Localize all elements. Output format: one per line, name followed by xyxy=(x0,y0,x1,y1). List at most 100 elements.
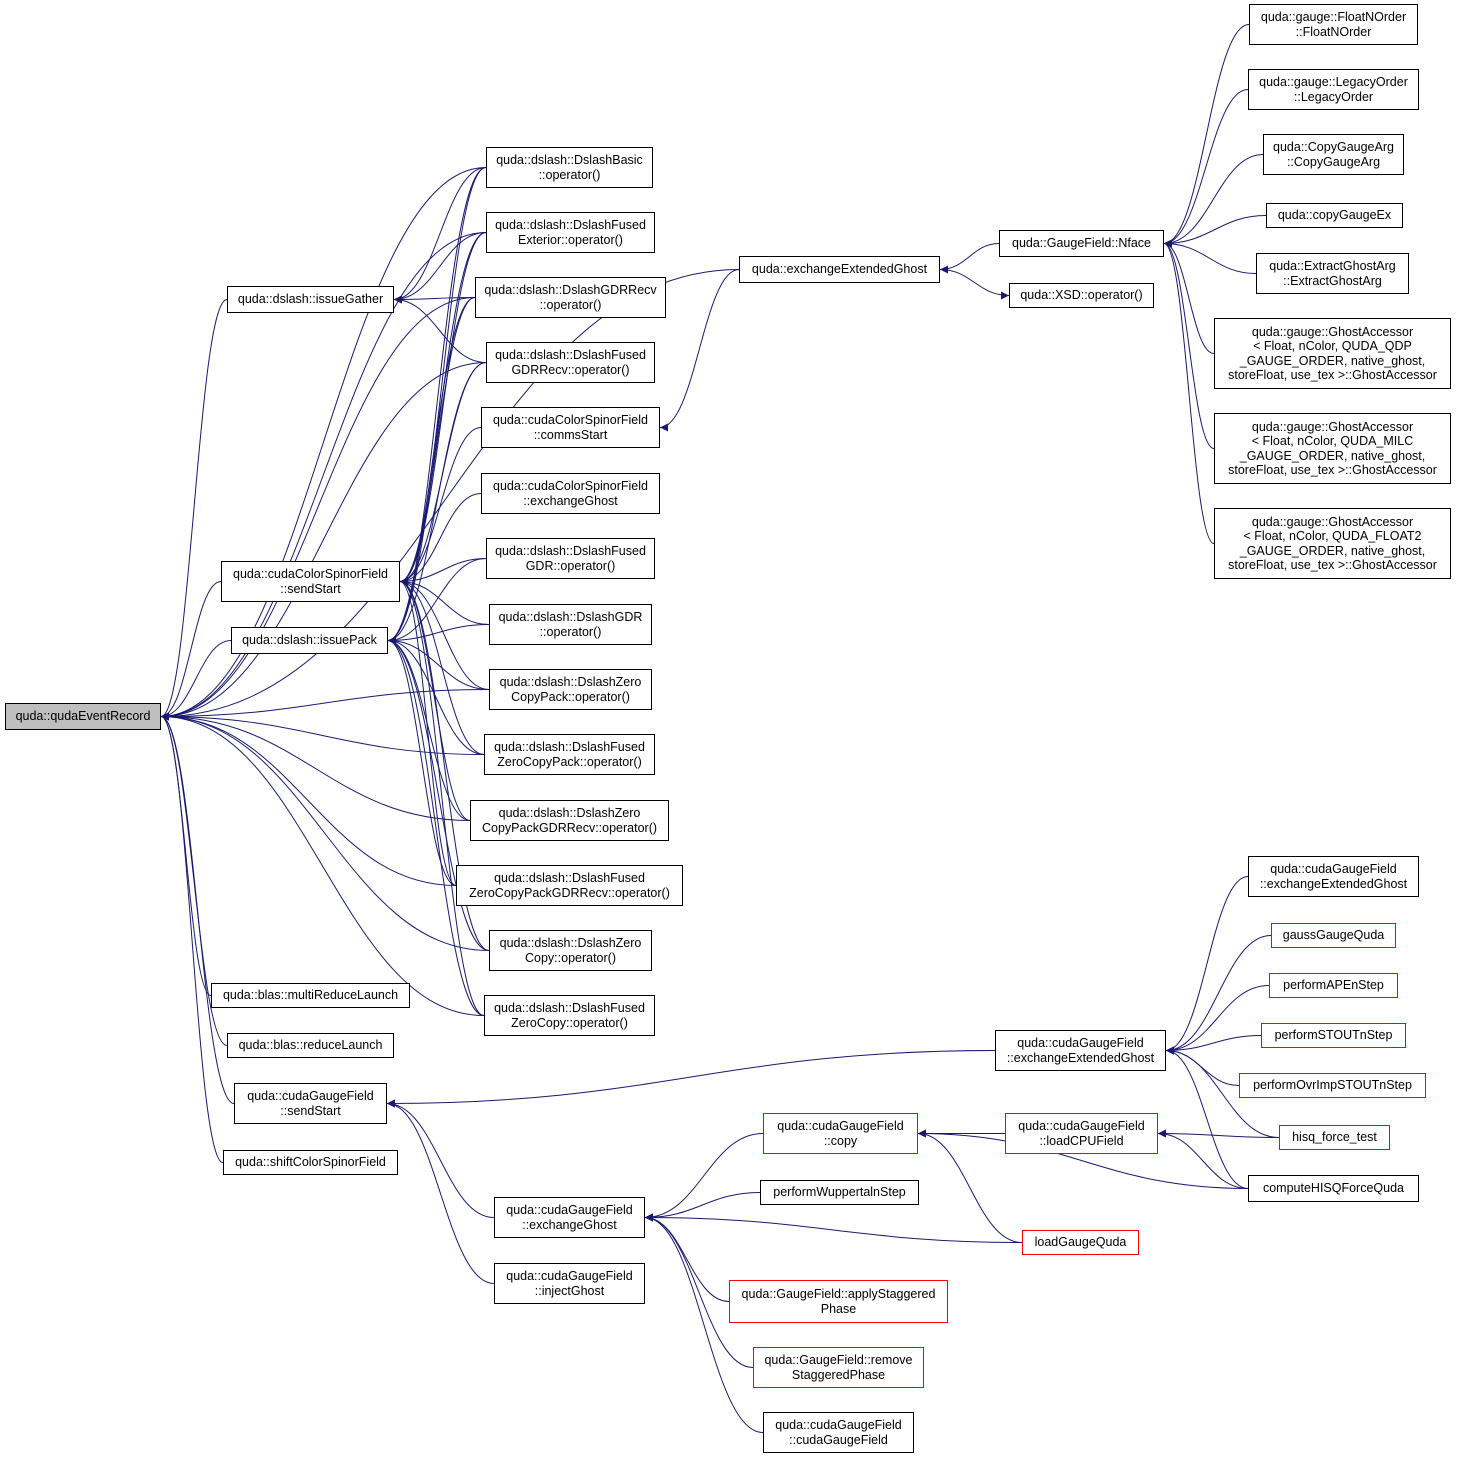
node-label-line: quda::gauge::FloatNOrder xyxy=(1260,10,1407,24)
node-label-line: _GAUGE_ORDER, native_ghost, xyxy=(1239,353,1426,368)
node-label-line: performOvrImpSTOUTnStep xyxy=(1253,1078,1412,1093)
node-label-line: ::exchangeExtendedGhost xyxy=(1006,1050,1155,1065)
node-hisqForce[interactable]: computeHISQForceQuda xyxy=(1248,1175,1419,1202)
node-sendStartCSF[interactable]: quda::cudaColorSpinorField::sendStart xyxy=(221,561,400,602)
node-label-line: quda::GaugeField::applyStaggered xyxy=(741,1287,936,1301)
node-cgfExchExtTop[interactable]: quda::cudaGaugeField::exchangeExtendedGh… xyxy=(1248,856,1419,897)
node-dsGDRRecv[interactable]: quda::dslash::DslashGDRRecv::operator() xyxy=(475,277,666,318)
edge-cgfExchExtTop-to-cgfExchExt xyxy=(1165,876,1249,1055)
node-copyGaugeEx[interactable]: quda::copyGaugeEx xyxy=(1266,203,1403,228)
node-dsBasic[interactable]: quda::dslash::DslashBasic::operator() xyxy=(486,147,653,188)
node-label-line: ZeroCopyPack::operator() xyxy=(497,754,642,769)
node-loadGauge[interactable]: loadGaugeQuda xyxy=(1022,1230,1139,1255)
edge-dsFusedGDRRecv-to-issueGather xyxy=(393,295,487,363)
node-hisqTest[interactable]: hisq_force_test xyxy=(1279,1125,1390,1150)
node-ovrImp[interactable]: performOvrImpSTOUTnStep xyxy=(1239,1073,1426,1098)
node-ape[interactable]: performAPEnStep xyxy=(1269,973,1398,998)
node-label-line: StaggeredPhase xyxy=(791,1367,886,1382)
node-cgfExchGhost[interactable]: quda::cudaGaugeField::exchangeGhost xyxy=(494,1197,645,1238)
node-shiftCSF[interactable]: quda::shiftColorSpinorField xyxy=(223,1150,398,1175)
edge-dsZCPGDR-to-root xyxy=(160,712,471,821)
node-legacy[interactable]: quda::gauge::LegacyOrder::LegacyOrder xyxy=(1248,69,1419,110)
node-label-line: quda::cudaColorSpinorField xyxy=(493,413,648,427)
edge-dsBasic-to-root xyxy=(160,167,487,721)
edge-hisqForce-to-cgfExchExt xyxy=(1165,1046,1249,1189)
node-ghostF2[interactable]: quda::gauge::GhostAccessor< Float, nColo… xyxy=(1214,508,1451,579)
node-label-line: quda::dslash::DslashFused xyxy=(495,348,646,362)
node-sendStartGF[interactable]: quda::cudaGaugeField::sendStart xyxy=(234,1083,387,1124)
node-label-line: ::FloatNOrder xyxy=(1295,24,1372,39)
node-issueGather[interactable]: quda::dslash::issueGather xyxy=(227,286,394,313)
node-copyGaugeArg[interactable]: quda::CopyGaugeArg::CopyGaugeArg xyxy=(1263,134,1404,175)
node-loadCPU[interactable]: quda::cudaGaugeField::loadCPUField xyxy=(1005,1113,1158,1154)
node-ghostMILC[interactable]: quda::gauge::GhostAccessor< Float, nColo… xyxy=(1214,413,1451,484)
node-label-line: quda::gauge::LegacyOrder xyxy=(1259,75,1408,89)
node-wuppertal[interactable]: performWuppertalnStep xyxy=(760,1180,919,1205)
node-cgfExchExt[interactable]: quda::cudaGaugeField::exchangeExtendedGh… xyxy=(995,1030,1166,1071)
node-label-line: ::sendStart xyxy=(280,1103,341,1118)
node-label-line: quda::exchangeExtendedGhost xyxy=(751,262,928,277)
edge-ape-to-cgfExchExt xyxy=(1165,985,1270,1055)
node-commsStart[interactable]: quda::cudaColorSpinorField::commsStart xyxy=(481,407,660,448)
node-label-line: quda::cudaGaugeField xyxy=(506,1203,633,1217)
node-label-line: quda::dslash::DslashZero xyxy=(498,806,641,820)
node-ghostQDP[interactable]: quda::gauge::GhostAccessor< Float, nColo… xyxy=(1214,318,1451,389)
node-cgfCtor[interactable]: quda::cudaGaugeField::cudaGaugeField xyxy=(763,1412,914,1453)
node-issuePack[interactable]: quda::dslash::issuePack xyxy=(231,627,388,654)
node-nface[interactable]: quda::GaugeField::Nface xyxy=(999,230,1164,257)
node-label-line: quda::cudaGaugeField xyxy=(777,1119,904,1133)
edge-dsFusedZCPGDR-to-sendStartCSF xyxy=(399,577,457,886)
node-label-line: quda::cudaGaugeField xyxy=(775,1418,902,1432)
edge-exchGhostCSF-to-sendStartCSF xyxy=(399,493,482,586)
node-label-line: quda::cudaGaugeField xyxy=(1018,1119,1145,1133)
edge-ghostQDP-to-nface xyxy=(1163,239,1215,354)
node-label-line: GDR::operator() xyxy=(525,558,616,573)
node-label-line: quda::dslash::DslashBasic xyxy=(496,153,643,167)
edge-dsZCPGDR-to-issuePack xyxy=(387,636,471,821)
node-label-line: quda::dslash::DslashFused xyxy=(494,740,645,754)
edge-copyGaugeEx-to-nface xyxy=(1163,215,1267,248)
node-exchExtGhost[interactable]: quda::exchangeExtendedGhost xyxy=(739,256,940,283)
edge-dsFusedZC-to-root xyxy=(160,712,485,1016)
edge-dsFusedZCP-to-issuePack xyxy=(387,636,485,755)
node-xsd[interactable]: quda::XSD::operator() xyxy=(1009,283,1154,308)
node-extractGhost[interactable]: quda::ExtractGhostArg::ExtractGhostArg xyxy=(1256,253,1409,294)
node-dsGDR[interactable]: quda::dslash::DslashGDR::operator() xyxy=(489,604,652,645)
edge-dsFusedExt-to-issuePack xyxy=(387,232,487,645)
node-stout[interactable]: performSTOUTnStep xyxy=(1261,1023,1406,1048)
node-label-line: quda::CopyGaugeArg xyxy=(1273,140,1394,154)
node-label-line: quda::dslash::DslashFused xyxy=(494,1001,645,1015)
node-cgfCopy[interactable]: quda::cudaGaugeField::copy xyxy=(763,1113,918,1154)
edge-stout-to-cgfExchExt xyxy=(1165,1035,1262,1055)
node-multiReduce[interactable]: quda::blas::multiReduceLaunch xyxy=(211,983,410,1008)
node-gaussGauge[interactable]: gaussGaugeQuda xyxy=(1271,923,1396,948)
edge-dsFusedZCPGDR-to-issuePack xyxy=(387,636,457,886)
edge-loadGauge-to-cgfCopy xyxy=(917,1129,1023,1243)
edge-hisqTest-to-loadCPU xyxy=(1157,1129,1280,1138)
node-label-line: ::cudaGaugeField xyxy=(789,1432,888,1447)
edge-wuppertal-to-cgfExchGhost xyxy=(644,1192,761,1222)
edge-floatN-to-nface xyxy=(1163,24,1250,248)
node-injectGhost[interactable]: quda::cudaGaugeField::injectGhost xyxy=(494,1263,645,1304)
node-label-line: quda::blas::multiReduceLaunch xyxy=(222,988,399,1003)
node-floatN[interactable]: quda::gauge::FloatNOrder::FloatNOrder xyxy=(1249,4,1418,45)
node-exchGhostCSF[interactable]: quda::cudaColorSpinorField::exchangeGhos… xyxy=(481,473,660,514)
node-label-line: storeFloat, use_tex >::GhostAccessor xyxy=(1228,463,1437,477)
edge-applyStag-to-cgfExchGhost xyxy=(644,1213,730,1302)
node-label-line: CopyPack::operator() xyxy=(511,689,630,704)
edge-dsFusedGDR-to-sendStartCSF xyxy=(399,558,487,586)
node-label-line: gaussGaugeQuda xyxy=(1282,928,1385,943)
node-reduceLaunch[interactable]: quda::blas::reduceLaunch xyxy=(227,1033,394,1058)
node-label-line: quda::cudaColorSpinorField xyxy=(233,567,388,581)
